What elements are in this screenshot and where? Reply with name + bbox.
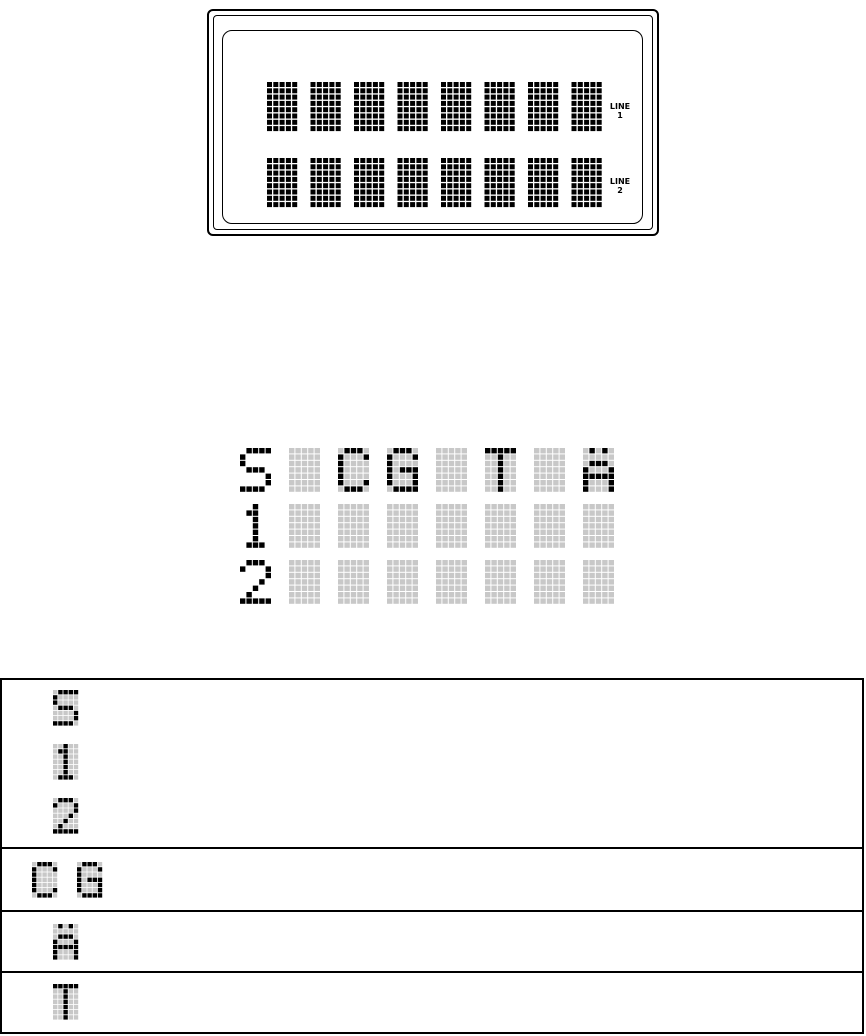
example-char-r1-c7 — [534, 448, 565, 492]
legend-symbol-1-2 — [53, 744, 78, 780]
example-char-r3-c3 — [338, 560, 369, 604]
legend-symbol-1-3 — [53, 798, 78, 834]
lcd-cell-line2-7 — [528, 158, 558, 207]
lcd-cell-line2-8 — [572, 158, 602, 207]
example-char-r2-c6 — [485, 504, 516, 548]
example-char-r2-c3 — [338, 504, 369, 548]
example-char-r3-c4 — [387, 560, 418, 604]
lcd-cell-line1-6 — [485, 82, 515, 131]
example-char-r2-c7 — [534, 504, 565, 548]
example-char-r1-c3 — [338, 448, 369, 492]
example-char-r3-c7 — [534, 560, 565, 604]
example-char-r2-c1 — [246, 504, 264, 548]
example-char-r3-c1 — [240, 560, 271, 604]
line-2-label: LINE 2 — [608, 177, 632, 195]
example-char-r2-c4 — [387, 504, 418, 548]
example-character-display — [0, 440, 866, 610]
lcd-cell-line2-4 — [398, 158, 428, 207]
legend-symbol-2-2 — [77, 862, 102, 898]
legend-symbol-4-1 — [53, 984, 78, 1020]
example-char-r1-c5 — [436, 448, 467, 492]
lcd-cell-line2-5 — [441, 158, 471, 207]
legend-symbols — [0, 678, 866, 1034]
line-2-label-number: 2 — [608, 186, 632, 195]
lcd-cell-line2-3 — [354, 158, 384, 207]
lcd-character-cells — [0, 0, 866, 240]
example-char-r2-c5 — [436, 504, 467, 548]
lcd-cell-line2-6 — [485, 158, 515, 207]
line-1-label-word: LINE — [608, 102, 632, 111]
legend-symbol-3-1 — [53, 924, 78, 960]
line-1-label: LINE 1 — [608, 102, 632, 120]
example-char-r1-c2 — [289, 448, 320, 492]
lcd-cell-line1-5 — [441, 82, 471, 131]
line-1-label-number: 1 — [608, 111, 632, 120]
lcd-cell-line1-7 — [528, 82, 558, 131]
example-char-r2-c8 — [583, 504, 614, 548]
lcd-cell-line1-4 — [398, 82, 428, 131]
example-char-r2-c2 — [289, 504, 320, 548]
example-char-r3-c2 — [289, 560, 320, 604]
lcd-cell-line2-2 — [311, 158, 341, 207]
example-char-r1-c8 — [583, 448, 614, 492]
lcd-cell-line1-3 — [354, 82, 384, 131]
lcd-cell-line1-1 — [267, 82, 297, 131]
lcd-cell-line1-2 — [311, 82, 341, 131]
example-char-r1-c4 — [387, 448, 418, 492]
example-char-r3-c8 — [583, 560, 614, 604]
example-char-r1-c1 — [240, 448, 271, 492]
legend-symbol-1-1 — [53, 690, 78, 726]
example-char-r3-c5 — [436, 560, 467, 604]
line-2-label-word: LINE — [608, 177, 632, 186]
lcd-cell-line2-1 — [267, 158, 297, 207]
legend-symbol-2-1 — [32, 862, 57, 898]
example-char-r3-c6 — [485, 560, 516, 604]
example-char-r1-c6 — [485, 448, 516, 492]
lcd-cell-line1-8 — [572, 82, 602, 131]
